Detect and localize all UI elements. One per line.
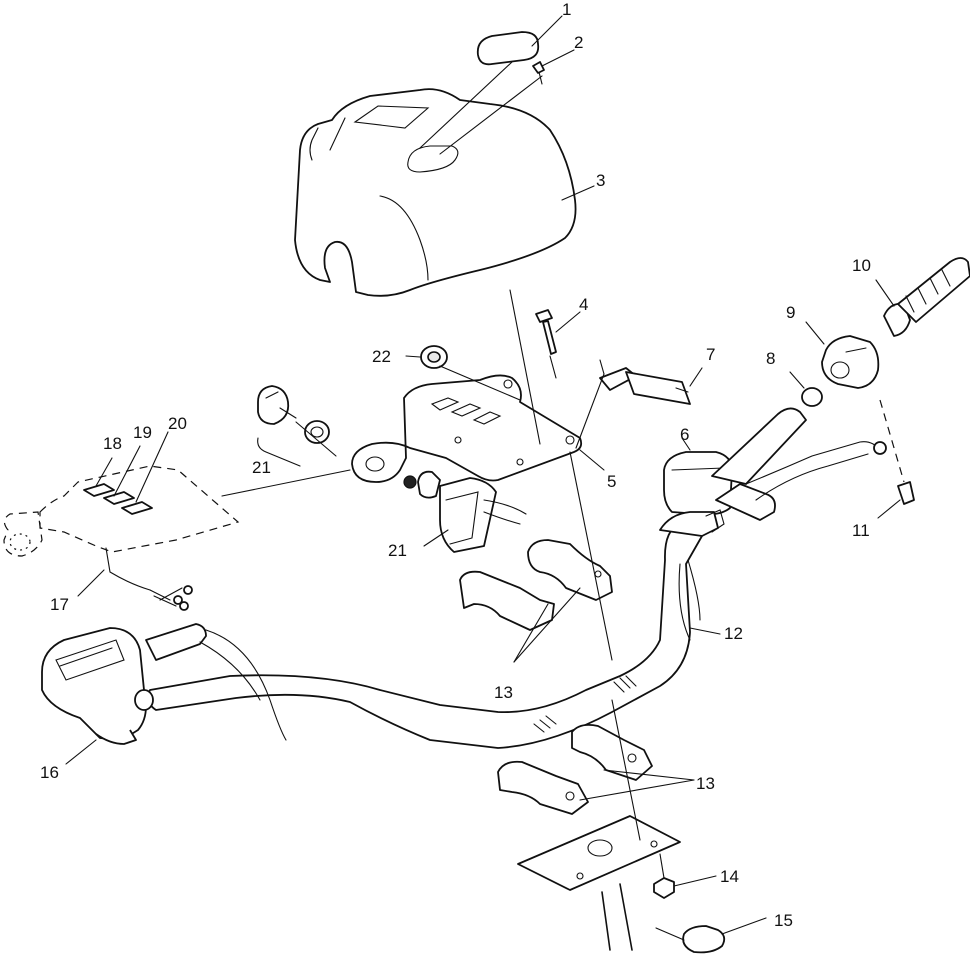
callout-21-lower: 21 [388, 541, 407, 560]
part-spacer [801, 387, 823, 407]
callout-2: 2 [574, 33, 583, 52]
callout-16: 16 [40, 763, 59, 782]
callout-17: 17 [50, 595, 69, 614]
part-pad [476, 31, 540, 66]
part-screw-small [532, 61, 545, 85]
part-clamp-lower [497, 723, 653, 815]
callout-14: 14 [720, 867, 739, 886]
callout-15: 15 [774, 911, 793, 930]
part-ignition-switch [403, 470, 527, 553]
part-clamp-upper [459, 539, 613, 631]
callout-5: 5 [607, 472, 616, 491]
callout-6: 6 [680, 425, 689, 444]
callout-13-lower: 13 [696, 774, 715, 793]
callout-8: 8 [766, 349, 775, 368]
callout-19: 19 [133, 423, 152, 442]
callout-18: 18 [103, 434, 122, 453]
part-left-control [41, 623, 287, 745]
part-grommet [420, 345, 448, 369]
part-throttle-housing [663, 407, 881, 521]
part-kill-switch [599, 367, 691, 405]
callout-22: 22 [372, 347, 391, 366]
part-cover [294, 88, 577, 297]
callout-11: 11 [852, 521, 870, 540]
part-mounting-plate [351, 374, 583, 483]
part-lower-bracket [517, 815, 681, 951]
callout-10: 10 [852, 256, 871, 275]
callout-13-upper: 13 [494, 683, 513, 702]
part-screw [897, 481, 915, 505]
callout-7: 7 [706, 345, 715, 364]
part-switch-panel [3, 465, 240, 611]
callout-12: 12 [724, 624, 743, 643]
part-switch-knob [257, 385, 297, 425]
part-handlebar [147, 509, 725, 749]
part-bolt [535, 309, 557, 355]
callout-20: 20 [168, 414, 187, 433]
callout-1: 1 [562, 0, 571, 19]
part-nut [653, 877, 675, 899]
part-switch-housing [821, 335, 880, 389]
callout-9: 9 [786, 303, 795, 322]
part-switch-nut [304, 420, 330, 444]
callout-21-upper: 21 [252, 458, 271, 477]
callout-4: 4 [579, 295, 588, 314]
part-grip [883, 257, 970, 337]
part-clip [682, 925, 726, 954]
callout-3: 3 [596, 171, 605, 190]
